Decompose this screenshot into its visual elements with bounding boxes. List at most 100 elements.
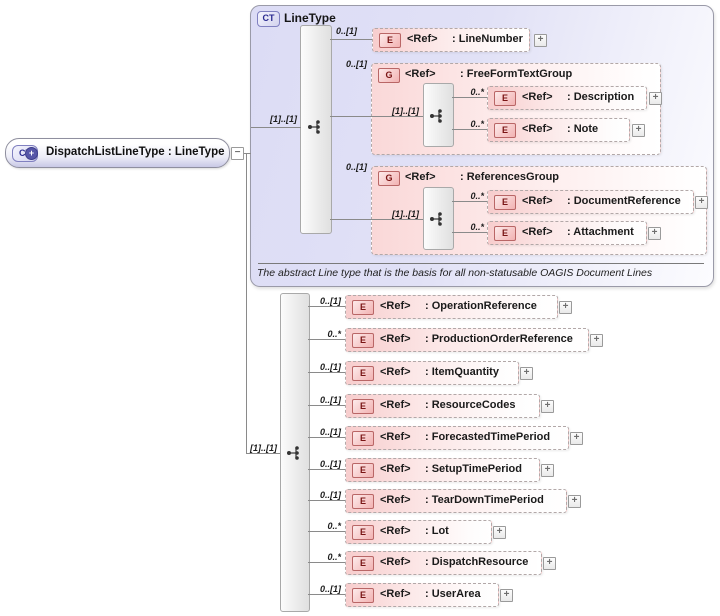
element-teardowntimeperiod[interactable]: E <Ref> : TearDownTimePeriod	[345, 489, 567, 513]
cardinality-label: 0..[1]	[319, 459, 341, 469]
linetype-caption: The abstract Line type that is the basis…	[257, 267, 653, 279]
element-ref: <Ref>	[380, 431, 411, 443]
expand-button[interactable]: +	[493, 526, 506, 539]
element-attachment[interactable]: E <Ref> : Attachment	[487, 221, 647, 245]
element-lot[interactable]: E <Ref> : Lot	[345, 520, 492, 544]
group-badge: G	[378, 68, 400, 83]
sequence-bar	[300, 25, 332, 234]
element-name: : UserArea	[425, 588, 481, 600]
expand-button[interactable]: +	[500, 589, 513, 602]
expand-button[interactable]: +	[541, 400, 554, 413]
connector-line	[330, 219, 423, 220]
collapse-button[interactable]: −	[231, 147, 244, 160]
element-badge: E	[352, 300, 374, 315]
sequence-icon	[429, 211, 445, 227]
element-resourcecodes[interactable]: E <Ref> : ResourceCodes	[345, 394, 540, 418]
element-ref: <Ref>	[380, 556, 411, 568]
cardinality-label: 0..[1]	[319, 395, 341, 405]
sequence-icon	[429, 108, 445, 124]
element-dispatchresource[interactable]: E <Ref> : DispatchResource	[345, 551, 542, 575]
expand-button[interactable]: +	[590, 334, 603, 347]
expand-button[interactable]: +	[632, 124, 645, 137]
expand-button[interactable]: +	[541, 464, 554, 477]
connector-line	[452, 129, 487, 130]
expand-button[interactable]: +	[534, 34, 547, 47]
element-userarea[interactable]: E <Ref> : UserArea	[345, 583, 499, 607]
expand-button[interactable]: +	[568, 495, 581, 508]
element-ref: <Ref>	[522, 91, 553, 103]
element-badge: E	[494, 226, 516, 241]
element-badge: E	[352, 525, 374, 540]
connector-line	[308, 531, 345, 532]
connector-line	[308, 306, 345, 307]
cardinality-label: 0..*	[327, 329, 341, 339]
element-operationreference[interactable]: E <Ref> : OperationReference	[345, 295, 558, 319]
element-description[interactable]: E <Ref> : Description	[487, 86, 647, 110]
element-ref: <Ref>	[522, 226, 553, 238]
group-ref: <Ref>	[405, 68, 436, 80]
element-name: : ResourceCodes	[425, 399, 516, 411]
connector-line	[308, 562, 345, 563]
element-name: : SetupTimePeriod	[425, 463, 522, 475]
expand-button[interactable]: +	[543, 557, 556, 570]
element-name: : Attachment	[567, 226, 634, 238]
element-name: : DocumentReference	[567, 195, 681, 207]
element-badge: E	[352, 556, 374, 571]
cardinality-label: 0..*	[327, 552, 341, 562]
element-ref: <Ref>	[380, 494, 411, 506]
element-itemquantity[interactable]: E <Ref> : ItemQuantity	[345, 361, 519, 385]
group-name: : FreeFormTextGroup	[460, 68, 573, 80]
cardinality-label: 0..[1]	[345, 59, 367, 69]
cardinality-label: 0..*	[470, 87, 484, 97]
element-setuptimeperiod[interactable]: E <Ref> : SetupTimePeriod	[345, 458, 540, 482]
cardinality-label: [1]..[1]	[270, 114, 297, 124]
element-ref: <Ref>	[380, 366, 411, 378]
sequence-icon	[307, 119, 323, 135]
element-ref: <Ref>	[380, 588, 411, 600]
connector-line	[246, 453, 280, 454]
cardinality-label: 0..*	[470, 222, 484, 232]
connector-line	[452, 201, 487, 202]
element-ref: <Ref>	[380, 333, 411, 345]
element-badge: E	[352, 399, 374, 414]
expand-button[interactable]: +	[570, 432, 583, 445]
element-name: : DispatchResource	[425, 556, 529, 568]
cardinality-label: [1]..[1]	[392, 209, 419, 219]
element-ref: <Ref>	[522, 123, 553, 135]
connector-line	[330, 39, 372, 40]
element-badge: E	[352, 494, 374, 509]
connector-line	[246, 153, 247, 453]
expand-button[interactable]: +	[649, 92, 662, 105]
connector-line	[452, 232, 487, 233]
expand-button[interactable]: +	[559, 301, 572, 314]
element-name: : ProductionOrderReference	[425, 333, 573, 345]
connector-line	[251, 127, 301, 128]
expand-button[interactable]: +	[648, 227, 661, 240]
cardinality-label: 0..[1]	[319, 296, 341, 306]
element-note[interactable]: E <Ref> : Note	[487, 118, 630, 142]
element-badge: E	[352, 366, 374, 381]
element-ref: <Ref>	[380, 525, 411, 537]
root-node-dispatchlistlinetype[interactable]: CT + DispatchListLineType : LineType	[5, 138, 230, 168]
element-name: : Note	[567, 123, 599, 135]
element-name: : ItemQuantity	[425, 366, 499, 378]
element-name: : ForecastedTimePeriod	[425, 431, 551, 443]
element-forecastedtimeperiod[interactable]: E <Ref> : ForecastedTimePeriod	[345, 426, 569, 450]
cardinality-label: 0..[1]	[335, 26, 357, 36]
group-name: : ReferencesGroup	[460, 171, 560, 183]
connector-line	[308, 372, 345, 373]
connector-line	[243, 153, 251, 154]
connector-line	[308, 594, 345, 595]
group-ref: <Ref>	[405, 171, 436, 183]
element-productionorderreference[interactable]: E <Ref> : ProductionOrderReference	[345, 328, 589, 352]
expand-button[interactable]: +	[520, 367, 533, 380]
element-linenumber[interactable]: E <Ref> : LineNumber	[372, 28, 530, 52]
linetype-title: LineType	[284, 11, 336, 25]
cardinality-label: [1]..[1]	[250, 443, 277, 453]
cardinality-label: [1]..[1]	[392, 106, 419, 116]
element-documentreference[interactable]: E <Ref> : DocumentReference	[487, 190, 694, 214]
element-badge: E	[352, 588, 374, 603]
connector-line	[308, 437, 345, 438]
expand-button[interactable]: +	[695, 196, 708, 209]
